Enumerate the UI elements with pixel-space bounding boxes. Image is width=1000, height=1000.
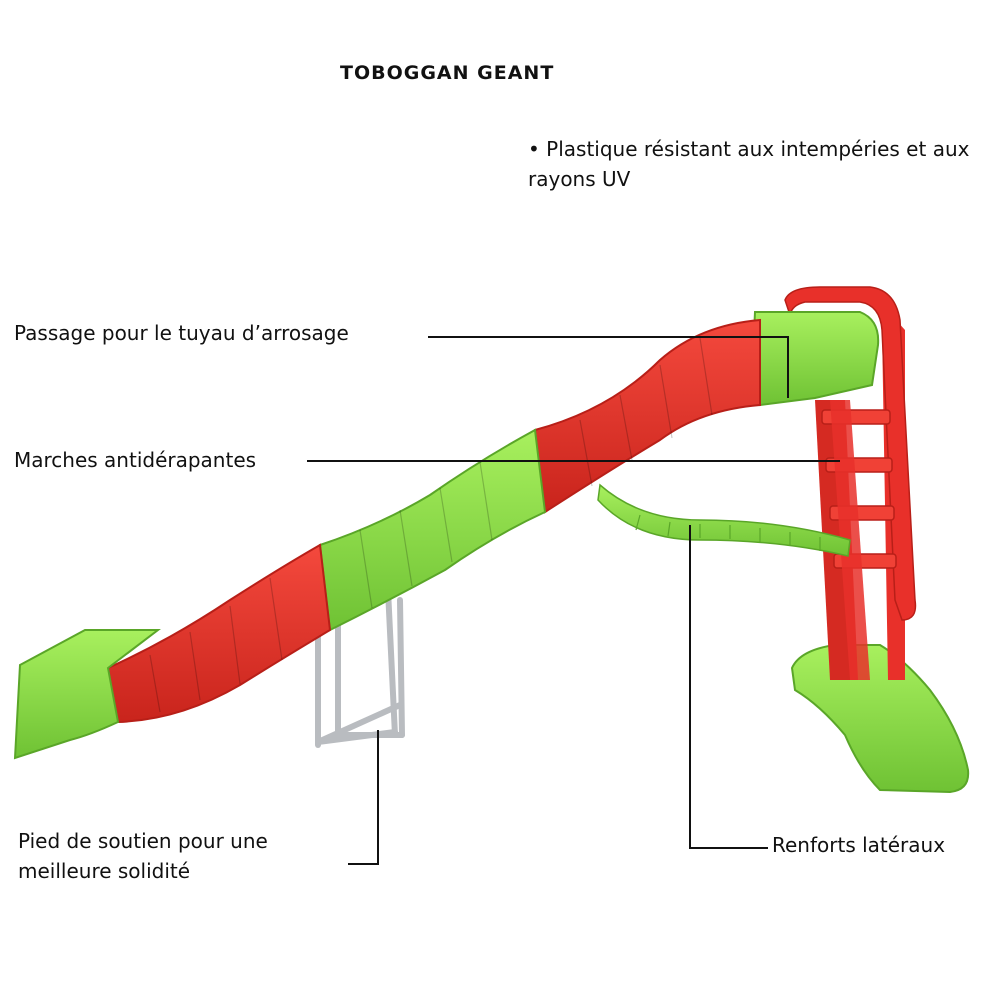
slide-top-section xyxy=(753,311,880,407)
label-side-reinforcements: Renforts latéraux xyxy=(772,833,946,857)
slide-green-middle xyxy=(318,428,547,632)
callout-line-pied xyxy=(348,730,379,865)
slide-exit xyxy=(13,629,161,760)
slide-ribs xyxy=(149,337,713,713)
slide-red-lower xyxy=(106,543,332,724)
callout-lines xyxy=(307,336,840,865)
page-title: TOBOGGAN GEANT xyxy=(340,62,555,84)
label-non-slip-steps: Marches antidérapantes xyxy=(14,448,257,472)
side-reinforcement xyxy=(597,483,851,557)
feature-note: • Plastique résistant aux intempéries et… xyxy=(528,137,970,191)
side-reinforcement-ribs xyxy=(635,514,821,551)
label-support-foot: Pied de soutien pour une meilleure solid… xyxy=(18,829,268,883)
label-hose-passage: Passage pour le tuyau d’arrosage xyxy=(14,321,349,345)
callout-line-passage xyxy=(428,336,789,398)
ladder-base xyxy=(790,644,970,794)
callout-line-renforts xyxy=(689,525,768,849)
ladder-handle xyxy=(784,286,917,621)
slide-red-upper xyxy=(533,318,761,514)
